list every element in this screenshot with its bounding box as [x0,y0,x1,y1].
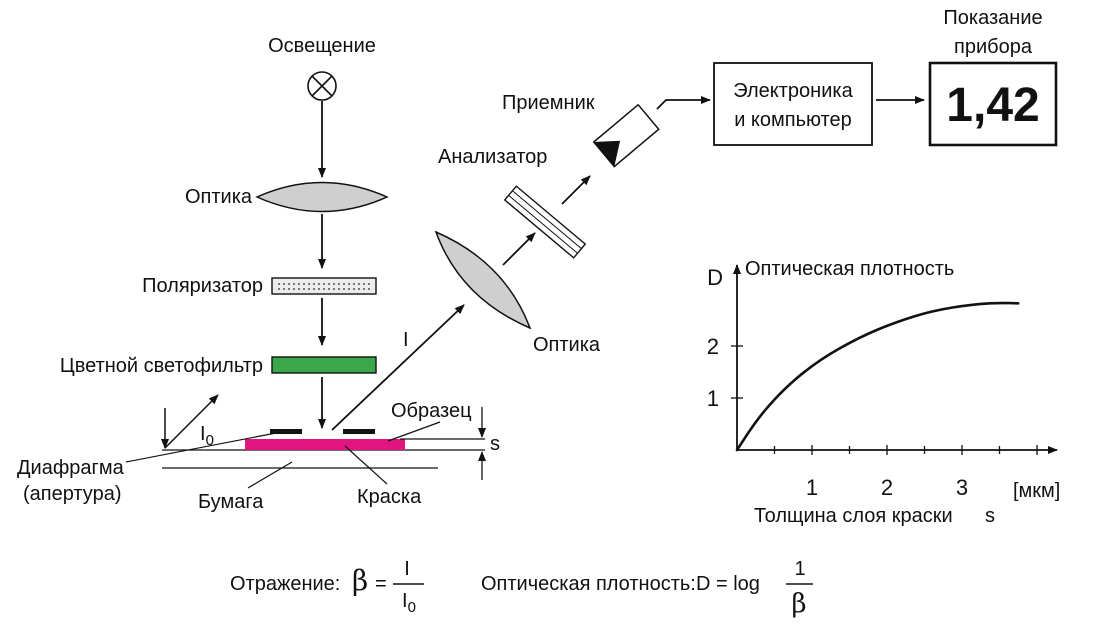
ink-label: Краска [357,486,422,508]
lens-top-icon [255,181,389,213]
reading-display [928,61,1058,147]
chart-series-line [735,301,1020,452]
illumination-label: Освещение [268,35,376,57]
paper-label: Бумага [198,491,264,513]
paper-leader-line [247,461,293,489]
chart-title: Оптическая плотность [745,258,954,280]
color-filter-label: Цветной светофильтр [60,355,263,377]
optics-right-label: Оптика [533,334,601,356]
chart-y-tick-label: 2 [707,334,719,359]
beam-arrow-6 [561,175,591,205]
reading-label-line1: Показание [943,7,1042,29]
color-filter-icon [271,356,377,374]
analyzer-label: Анализатор [438,146,547,168]
density-formula-expr: D = log [696,573,760,595]
i-label: I [403,329,409,351]
density-formula-label: Оптическая плотность: [481,573,696,595]
diaphragm-label-line1: Диафрагма [17,457,125,479]
electronics-label-line1: Электроника [733,80,853,102]
i0-indicator-arrow [164,394,219,449]
reflection-formula-denominator: I0 [402,590,416,616]
reflected-beam-arrow [331,304,465,431]
density-formula: Оптическая плотность: D = log 1 β [481,558,813,619]
diaphragm-right-icon [343,429,375,434]
reading-label-line2: прибора [954,36,1033,58]
chart-x-unit: [мкм] [1013,480,1060,502]
receiver-icon [592,103,660,168]
sample-label: Образец [391,400,472,422]
light-source-icon [307,71,337,101]
signal-arrow-1 [656,96,711,110]
diaphragm-left-icon [270,429,302,434]
reflection-formula-eq: = [375,573,387,595]
chart-y-tick-label: 1 [707,386,719,411]
analyzer-element-icon [503,185,587,259]
lens-right-icon [434,230,532,330]
chart-x-axis-symbol: s [985,505,995,527]
diaphragm-leader-line [125,432,277,463]
reading-value: 1,42 [946,79,1039,132]
chart-x-tick-label: 1 [806,475,818,500]
electronics-label-line2: и компьютер [734,109,852,131]
chart-x-tick-label: 2 [881,475,893,500]
s-label: s [490,433,500,455]
density-chart: 1 2 3 1 2 D Оптическая плотность [мкм] Толщина с… [707,258,1061,527]
reflection-formula: Отражение: β = I I0 [230,558,424,616]
sample-leader-line [387,421,441,442]
density-formula-beta: β [791,589,806,619]
optics-top-label: Оптика [185,186,253,208]
density-formula-numerator: 1 [794,558,805,580]
chart-y-axis-label: D [707,265,723,290]
ink-leader-line [344,445,388,485]
i0-label: I0 [200,423,214,449]
diaphragm-label-line2: (апертура) [23,483,122,505]
beam-arrow-5 [502,232,536,266]
reflection-formula-beta: β [352,564,368,597]
polarizer-label: Поляризатор [142,275,263,297]
reflection-formula-label: Отражение: [230,573,340,595]
reflection-formula-numerator: I [404,558,410,580]
polarizer-element-icon [271,277,377,295]
electronics-box [713,62,873,146]
chart-x-axis-label: Толщина слоя краски [754,505,953,527]
receiver-label: Приемник [502,92,595,114]
ink-layer-icon [245,439,405,450]
chart-x-tick-label: 3 [956,475,968,500]
